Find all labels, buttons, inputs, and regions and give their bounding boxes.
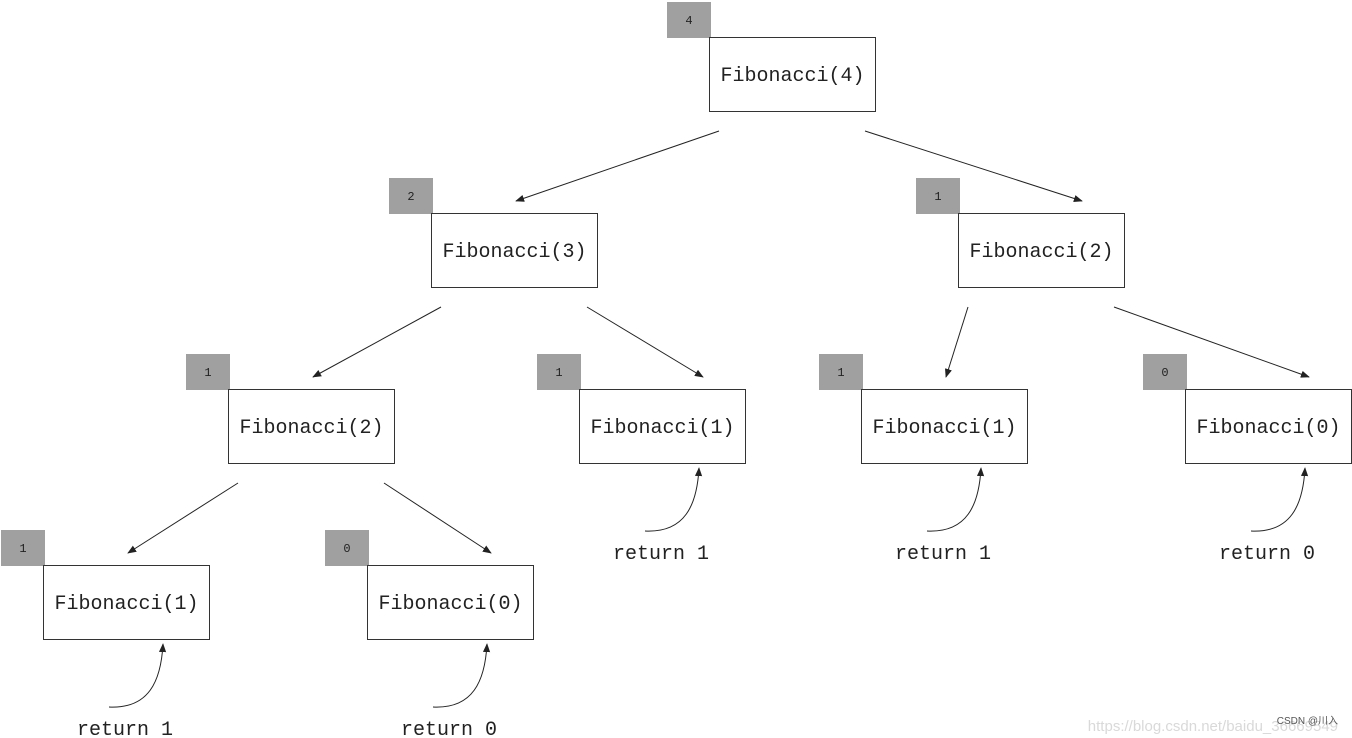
return-arrow	[926, 467, 985, 532]
return-arrow	[644, 467, 703, 532]
return-value-label: return 0	[401, 719, 497, 738]
edge-arrow-n3-n1m	[586, 306, 704, 378]
count-badge	[325, 530, 369, 566]
count-badge	[389, 178, 433, 214]
call-label: Fibonacci(0)	[378, 593, 522, 616]
watermark-tag: CSDN @川入	[1276, 716, 1338, 727]
edge-arrow-n2r-n1r	[944, 306, 969, 378]
count-badge-label: 1	[555, 366, 562, 380]
count-badge	[186, 354, 230, 390]
call-box	[367, 565, 534, 640]
count-badge-label: 0	[1161, 366, 1168, 380]
call-label: Fibonacci(1)	[872, 417, 1016, 440]
edges-layer	[127, 130, 1310, 554]
count-badge-label: 4	[685, 14, 692, 28]
count-badge	[667, 2, 711, 38]
return-arrow	[108, 643, 167, 708]
count-badge	[537, 354, 581, 390]
call-label: Fibonacci(4)	[720, 65, 864, 88]
return-value-label: return 1	[613, 543, 709, 566]
call-box	[43, 565, 210, 640]
count-badge-label: 1	[934, 190, 941, 204]
count-badge-label: 1	[204, 366, 211, 380]
count-badge-label: 0	[343, 542, 350, 556]
call-label: Fibonacci(1)	[590, 417, 734, 440]
call-box	[228, 389, 395, 464]
return-value-label: return 1	[77, 719, 173, 738]
count-badge-label: 1	[19, 542, 26, 556]
count-badge	[819, 354, 863, 390]
call-label: Fibonacci(1)	[54, 593, 198, 616]
return-value-label: return 0	[1219, 543, 1315, 566]
call-label: Fibonacci(0)	[1196, 417, 1340, 440]
call-box	[709, 37, 876, 112]
count-badge-label: 2	[407, 190, 414, 204]
call-box	[431, 213, 598, 288]
count-badge-label: 1	[837, 366, 844, 380]
edge-arrow-n2l-n0l	[383, 482, 492, 554]
call-label: Fibonacci(2)	[969, 241, 1113, 264]
return-arrow	[1250, 467, 1309, 532]
watermark-url: https://blog.csdn.net/baidu_36669549	[1087, 718, 1338, 735]
count-badge	[1143, 354, 1187, 390]
edge-arrow-n4-n3	[515, 130, 720, 202]
edge-arrow-n2r-n0r	[1113, 306, 1310, 378]
return-arrow	[432, 643, 491, 708]
call-label: Fibonacci(3)	[442, 241, 586, 264]
call-box	[958, 213, 1125, 288]
edge-arrow-n2l-n1l	[127, 482, 239, 554]
call-box	[861, 389, 1028, 464]
count-badge	[1, 530, 45, 566]
call-box	[1185, 389, 1352, 464]
return-value-label: return 1	[895, 543, 991, 566]
call-label: Fibonacci(2)	[239, 417, 383, 440]
edge-arrow-n3-n2l	[312, 306, 442, 378]
edge-arrow-n4-n2r	[864, 130, 1083, 202]
count-badge	[916, 178, 960, 214]
call-box	[579, 389, 746, 464]
